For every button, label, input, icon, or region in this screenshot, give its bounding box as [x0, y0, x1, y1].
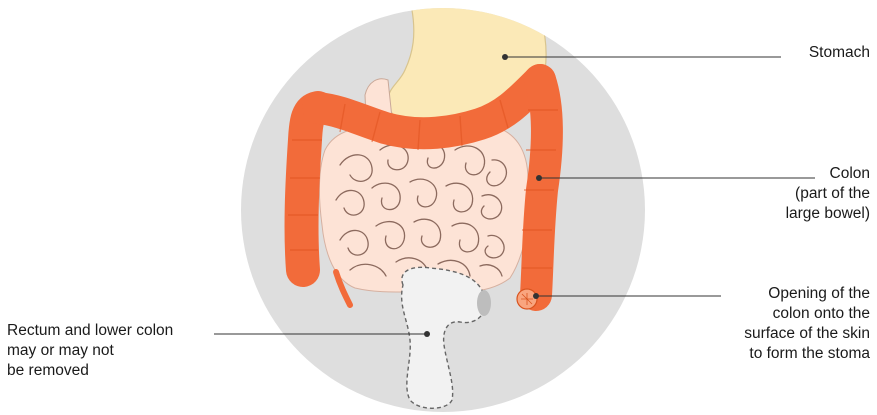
label-stoma-opening: Opening of the colon onto the surface of… [690, 284, 870, 364]
rectum-cut-end [477, 290, 491, 316]
label-colon: Colon (part of the large bowel) [730, 164, 870, 224]
label-rectum: Rectum and lower colon may or may not be… [7, 321, 222, 381]
label-stomach: Stomach [786, 43, 870, 63]
